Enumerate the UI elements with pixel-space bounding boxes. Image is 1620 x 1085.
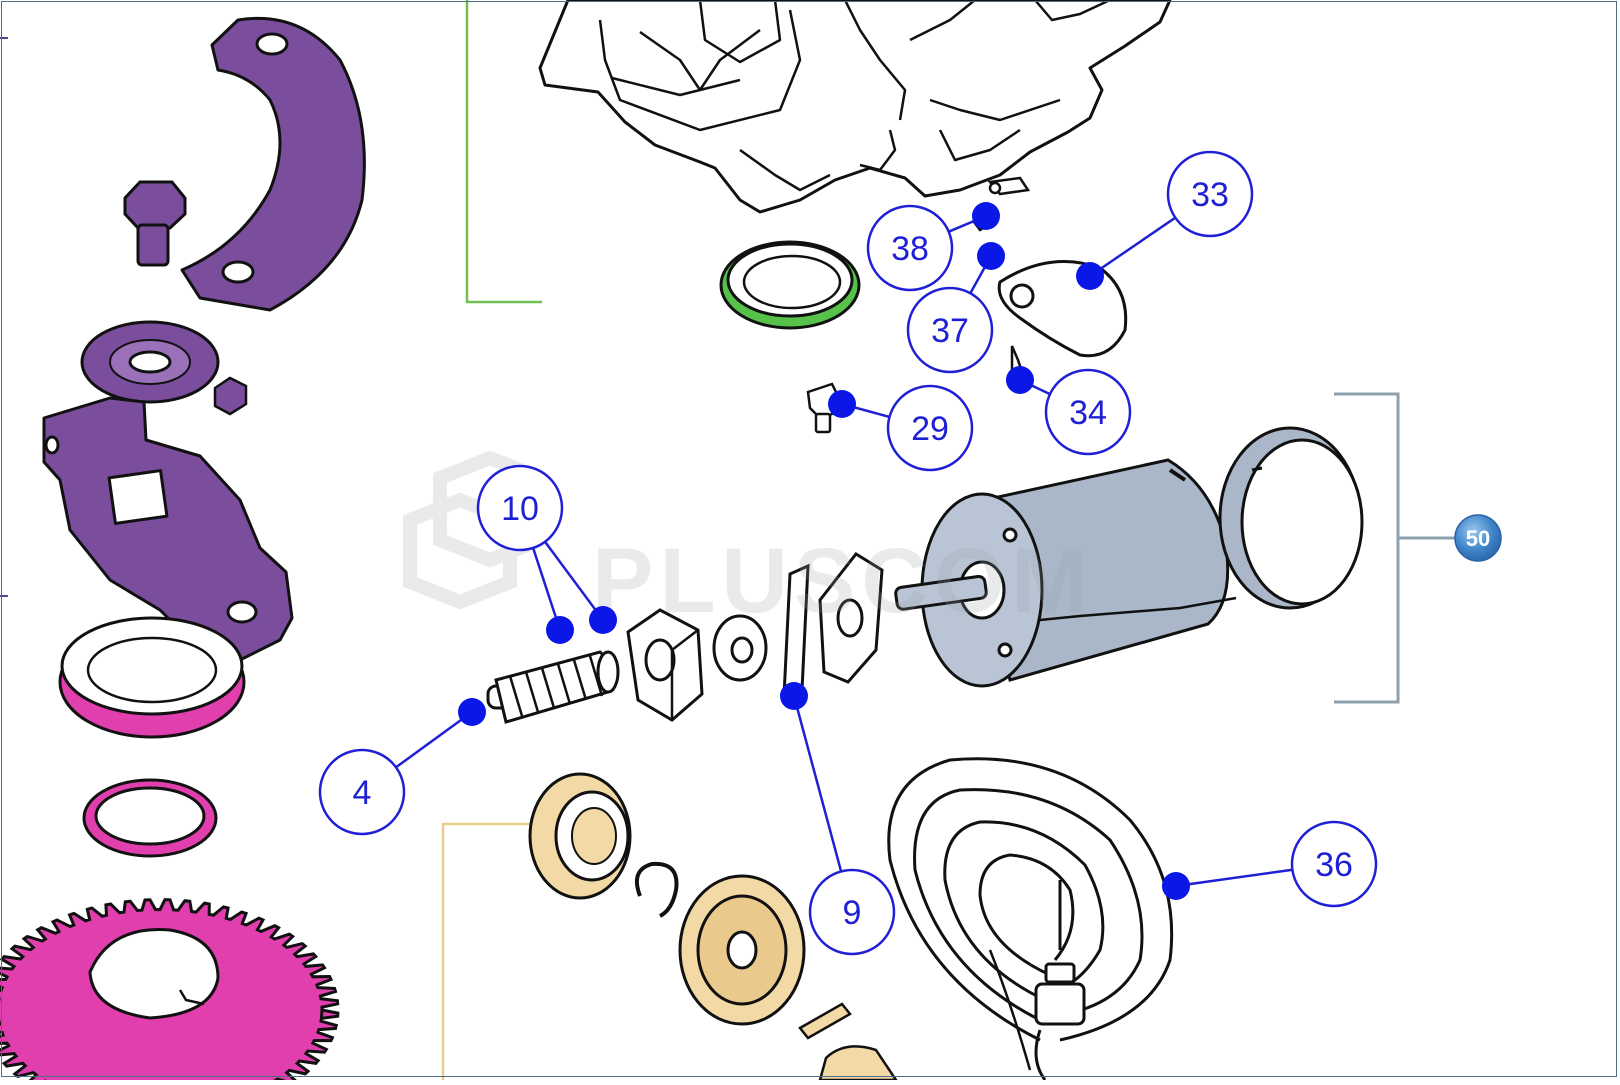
purple-washer xyxy=(80,320,220,404)
callout-circle-4 xyxy=(318,748,406,836)
magenta-gear xyxy=(0,898,340,1085)
callout-29: 29 xyxy=(886,384,974,472)
callout-label-33: 33 xyxy=(1191,176,1229,214)
purple-lever-arm xyxy=(42,396,294,662)
watermark-text: PLUSCOM xyxy=(592,530,1094,632)
flanged-bushing xyxy=(712,614,768,682)
green-seal-ring xyxy=(719,240,861,330)
motor-sleeve xyxy=(1218,426,1364,610)
magenta-snap-ring xyxy=(82,778,218,858)
cover-plate xyxy=(997,260,1128,358)
callout-label-10: 10 xyxy=(501,490,539,528)
motor-group-bracket xyxy=(1334,392,1400,704)
callout-circle-33 xyxy=(1166,150,1254,238)
anchor-dot-10-0 xyxy=(546,616,574,644)
callout-38: 38 xyxy=(866,204,954,292)
left-edge-marks xyxy=(0,37,8,597)
pin-and-sleeve xyxy=(798,1002,899,1082)
green-group-leader xyxy=(465,0,542,304)
group-badge-50 xyxy=(1454,514,1502,562)
leader-line-4-0 xyxy=(395,710,473,769)
callout-37: 37 xyxy=(906,286,994,374)
callouts: 38 37 33 34 29 10 4 9 36 50 xyxy=(318,150,1502,956)
callout-circle-38 xyxy=(866,204,954,292)
callout-label-37: 37 xyxy=(931,312,969,350)
square-block xyxy=(626,608,704,722)
callout-label-4: 4 xyxy=(353,774,372,812)
c-clip xyxy=(635,861,679,918)
tan-gear xyxy=(678,874,806,1026)
callout-50: 50 xyxy=(1454,514,1502,562)
anchor-dot-9-0 xyxy=(780,682,808,710)
anchor-dots xyxy=(458,202,1190,900)
callout-circle-37 xyxy=(906,286,994,374)
callout-circle-29 xyxy=(886,384,974,472)
group-badge-label-50: 50 xyxy=(1466,526,1490,551)
callout-label-9: 9 xyxy=(843,894,862,932)
callout-circle-34 xyxy=(1044,368,1132,456)
callout-10: 10 xyxy=(476,464,564,552)
anchor-dot-37-0 xyxy=(977,242,1005,270)
magenta-bearing xyxy=(58,616,246,739)
cable-harness xyxy=(887,757,1174,1081)
anchor-dot-33-0 xyxy=(1076,262,1104,290)
anchor-dot-10-1 xyxy=(589,606,617,634)
watermark: PLUSCOM xyxy=(403,450,1094,632)
callout-label-29: 29 xyxy=(911,410,949,448)
tan-bearing xyxy=(528,772,632,900)
gearbox-housing xyxy=(538,0,1172,214)
callout-circle-10 xyxy=(476,464,564,552)
anchor-dot-34-0 xyxy=(1006,366,1034,394)
callout-circle-9 xyxy=(808,868,896,956)
hex-bolt xyxy=(123,180,187,267)
purple-arc-bracket xyxy=(180,16,366,312)
tan-group-leader xyxy=(441,822,535,1080)
leader-line-36-0 xyxy=(1175,868,1293,888)
anchor-dot-29-0 xyxy=(828,390,856,418)
callout-label-36: 36 xyxy=(1315,846,1353,884)
leader-line-10-1 xyxy=(544,540,605,621)
small-nut xyxy=(213,376,248,416)
leader-line-9-0 xyxy=(792,695,843,872)
anchor-dot-4-0 xyxy=(458,698,486,726)
callout-34: 34 xyxy=(1044,368,1132,456)
callout-circle-36 xyxy=(1290,820,1378,908)
electric-motor xyxy=(894,458,1237,688)
callout-label-38: 38 xyxy=(891,230,929,268)
callout-33: 33 xyxy=(1166,150,1254,238)
callout-4: 4 xyxy=(318,748,406,836)
anchor-dot-36-0 xyxy=(1162,872,1190,900)
leader-line-33-0 xyxy=(1089,216,1177,278)
callout-label-34: 34 xyxy=(1069,394,1107,432)
worm-gear xyxy=(486,650,620,724)
leader-line-10-0 xyxy=(531,547,562,631)
brush-plate xyxy=(782,552,884,699)
callout-36: 36 xyxy=(1290,820,1378,908)
callout-9: 9 xyxy=(808,868,896,956)
anchor-dot-38-0 xyxy=(972,202,1000,230)
